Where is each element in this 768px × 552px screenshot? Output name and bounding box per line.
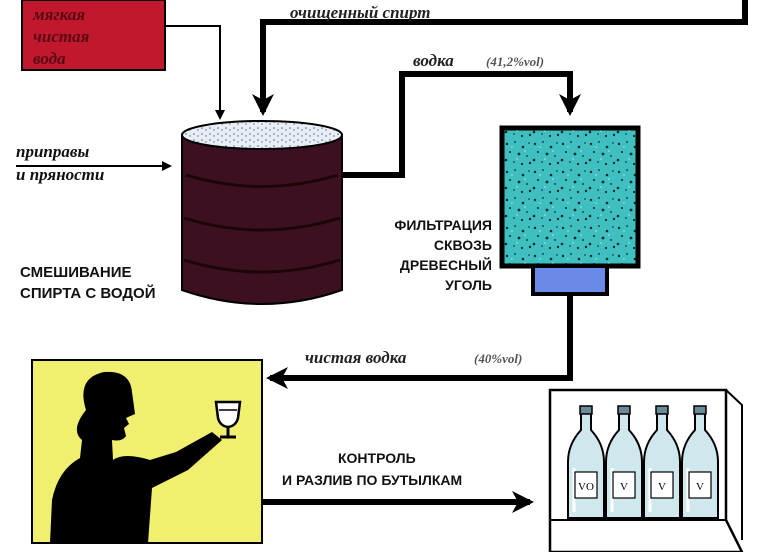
vodka-abv-label: (41,2%vol)	[486, 54, 544, 69]
bottles-panel: VO V V V	[548, 388, 744, 552]
bottle-label: V	[620, 481, 628, 493]
bottle-label: V	[658, 481, 666, 493]
barrel-to-filter-arrow	[342, 71, 581, 178]
barrel-icon	[181, 120, 343, 305]
wine-glass-icon	[214, 400, 242, 439]
control-label-line1: КОНТРОЛЬ	[338, 450, 416, 466]
water-to-barrel-arrow	[165, 25, 225, 120]
spirit-to-barrel-arrow	[252, 0, 748, 116]
bottle-icon: V	[681, 405, 719, 519]
filter-to-control-arrow	[266, 294, 573, 389]
bottle-icon: VO	[567, 405, 605, 519]
spices-label-line1: приправы	[16, 142, 89, 161]
mixing-label-line1: СМЕШИВАНИЕ	[20, 264, 132, 281]
filtration-label-line2: СКВОЗЬ	[434, 237, 492, 253]
bottle-icon: V	[605, 405, 643, 519]
taster-panel	[31, 359, 263, 544]
water-box-line3: вода	[33, 49, 66, 68]
mixing-label-line2: СПИРТА С ВОДОЙ	[20, 284, 155, 302]
pure-vodka-abv-label: (40%vol)	[474, 351, 522, 366]
filtration-label-line1: ФИЛЬТРАЦИЯ	[394, 217, 492, 233]
bottle-label: V	[696, 481, 704, 493]
bottle-icon: V	[643, 405, 681, 519]
taster-silhouette-icon	[50, 371, 222, 543]
water-box-line1: мягкая	[32, 5, 85, 24]
filtration-label-line3: ДРЕВЕСНЫЙ	[400, 256, 492, 273]
soft-water-box: мягкая чистая вода	[21, 0, 166, 71]
control-label-line2: И РАЗЛИВ ПО БУТЫЛКАМ	[282, 472, 462, 488]
charcoal-filter-icon	[499, 125, 641, 296]
purified-spirit-label: очищенный спирт	[290, 3, 430, 22]
pure-vodka-label: чистая водка	[305, 348, 407, 367]
spices-label-line2: и пряности	[16, 165, 104, 184]
filtration-label-line4: УГОЛЬ	[445, 277, 492, 293]
bottle-label: VO	[578, 481, 594, 493]
water-box-line2: чистая	[33, 27, 90, 46]
vodka-label: водка	[413, 51, 454, 70]
